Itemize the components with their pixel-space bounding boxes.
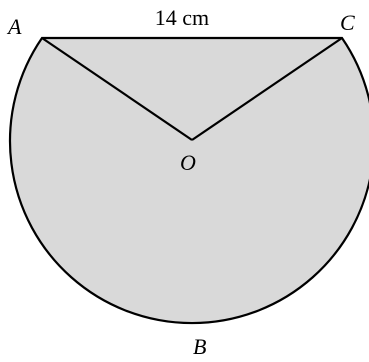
radius-OA [41, 37, 193, 141]
radius-OC [191, 37, 343, 141]
point-c-label: C [340, 10, 355, 35]
point-b-label: B [193, 334, 206, 359]
chord-length-label: 14 cm [155, 5, 209, 30]
shaded-region [8, 36, 369, 325]
point-a-label: A [6, 14, 22, 39]
point-o-label: O [180, 150, 196, 175]
